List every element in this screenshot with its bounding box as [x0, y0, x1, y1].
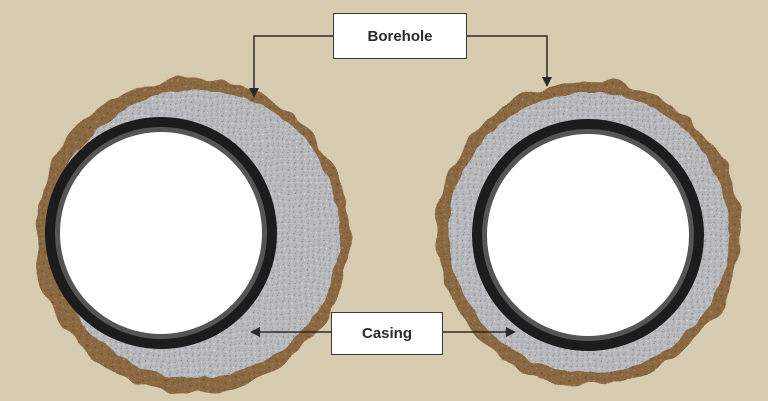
- borehole-leaders: [249, 35, 552, 98]
- right-casing-bore: [487, 134, 689, 336]
- left-casing-bore: [60, 132, 262, 334]
- casing-label: Casing: [331, 312, 443, 355]
- borehole-leader-right: [467, 35, 552, 87]
- left-borehole: [35, 79, 349, 393]
- borehole-leader-left: [249, 35, 333, 98]
- borehole-label: Borehole: [333, 13, 467, 59]
- right-borehole: [437, 81, 741, 385]
